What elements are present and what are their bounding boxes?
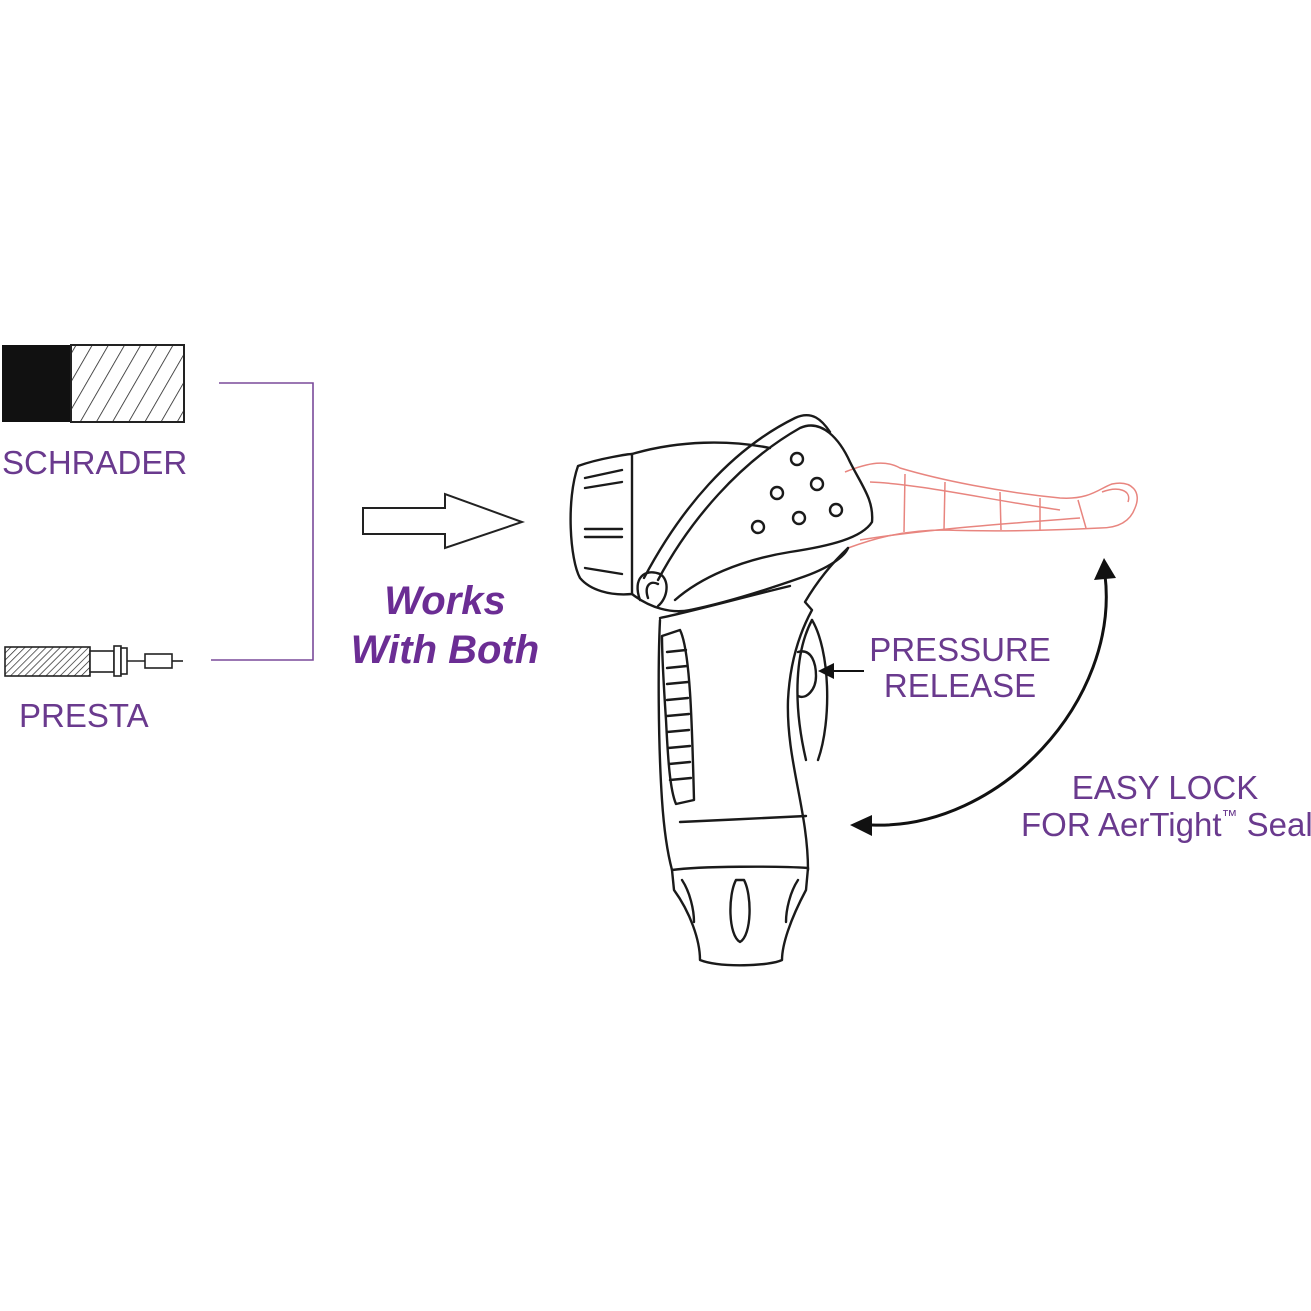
pressure-release-line1: PRESSURE: [869, 631, 1051, 668]
works-with-both-line1: Works: [384, 579, 506, 623]
valve-bracket-line: [211, 382, 314, 661]
easy-lock-line2-text: FOR AerTight: [1021, 806, 1222, 843]
pressure-release-line2: RELEASE: [883, 667, 1037, 704]
easy-lock-arrow-icon: [850, 558, 1116, 836]
pump-body-icon: [569, 413, 874, 967]
schrader-label: SCHRADER: [2, 444, 188, 481]
schrader-valve-icon: [2, 344, 185, 423]
easy-lock-line2-seal: Seal: [1237, 806, 1311, 843]
presta-valve-icon: [4, 645, 183, 677]
trademark-symbol: ™: [1221, 808, 1238, 825]
presta-label: PRESTA: [19, 697, 149, 734]
pressure-release-pointer-icon: [818, 663, 864, 679]
works-with-both-line2: With Both: [350, 628, 540, 672]
pump-lever-icon: [844, 462, 1138, 549]
easy-lock-line2: FOR AerTight™ Seal: [1021, 808, 1311, 841]
direction-arrow-icon: [362, 492, 526, 550]
easy-lock-line1: EASY LOCK: [1071, 769, 1259, 806]
